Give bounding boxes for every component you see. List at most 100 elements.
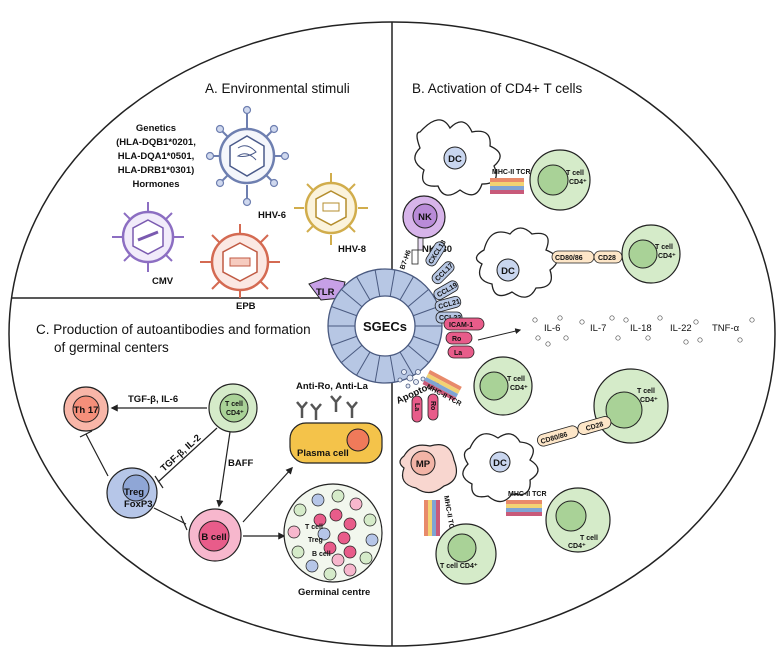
sgec-cell-border [407,288,429,308]
t-cell-cd4-6: T cell CD4⁺ [435,523,497,585]
mp-label: MP [416,459,431,470]
nk-cell: NK [402,195,446,265]
antibodies-label: Anti-Ro, Anti-La [296,381,369,392]
dc3-label: DC [493,458,507,469]
cytokine-dot [657,315,663,321]
baff-label: BAFF [228,458,254,469]
gc-treg-label: Treg [308,537,323,544]
germinal-cell [329,508,343,522]
mhc-tcr-label-2: MHC-II TCR [508,491,547,498]
b-cell: B cell [188,508,242,562]
hhv8-label: HHV-8 [338,244,366,255]
sgec-cell-border [341,288,363,308]
epb-label: EPB [236,301,256,312]
virus-cmv [112,202,184,272]
germinal-cell [343,545,357,559]
treg-label: Treg [124,487,144,498]
t-cell-cd4-5: T cell CD4⁺ [545,487,611,553]
cytokine-dot [737,337,743,343]
cd28-label-2: CD28 [585,421,604,433]
sgec-cell-border [331,335,357,346]
section-b-title: B. Activation of CD4+ T cells [412,81,582,96]
t-cell-3-label: T cell [507,376,525,383]
t-cell-3-cd4: CD4⁺ [510,385,528,392]
mhc-tcr-complex-2: MHC-II TCR [506,491,547,516]
section-c-title-line1: C. Production of autoantibodies and form… [36,322,311,337]
tlr-label: TLR [316,287,335,298]
sgec-cell-border [407,344,429,364]
germinal-cell [293,503,307,517]
t-cell-cd4-4: T cell CD4⁺ [593,368,669,444]
t-cell-1-cd4: CD4⁺ [569,179,587,186]
germinal-cell [311,493,325,507]
t-cell-1-label: T cell [566,170,584,177]
la-label: La [454,350,462,357]
sgec-cell-border [356,276,371,301]
cytokine-il22: IL-22 [670,323,692,334]
cytokine-dot [615,335,621,341]
dendritic-cell-1: DC [414,119,501,196]
treg-cell: Treg FoxP3 [106,467,158,519]
released-la-ro: La Ro [411,393,439,423]
t-cell-4-label: T cell [637,388,655,395]
cytokine-dot [749,317,755,323]
cytokine-dot [579,319,585,325]
apoptotic-bodies [397,369,426,389]
cytokine-tnfa: TNF-α [712,323,740,334]
genetics-line-5: Hormones [133,179,180,190]
sgec-cell-border [399,276,414,301]
virus-epb [200,224,280,298]
gc-tcell-label: T cell [305,524,323,531]
germinal-cell [317,527,331,541]
t-cell-cd4-3: T cell CD4⁺ [473,356,533,416]
germinal-cell [305,559,319,573]
sgec-cell-border [389,269,396,297]
tgf-il6-label: TGF-β, IL-6 [128,394,178,405]
cytokine-dot [645,335,651,341]
t-cell-cd4-c: T cell CD4⁺ [208,383,258,433]
germinal-cell [343,563,357,577]
virus-hhv8 [294,173,368,245]
cytokine-il6: IL-6 [544,323,560,334]
hhv6-label: HHV-6 [258,210,286,221]
t-cell-2-cd4: CD4⁺ [658,253,676,260]
mhc-tcr-complex-sgec: MHC-II TCR [422,370,462,408]
germinal-cell [287,525,301,539]
germinal-centre: T cell Treg B cell [283,483,383,583]
surface-antigens: ICAM-1 Ro La [443,317,485,359]
mhc-tcr-complex-1: MHC-II TCR [490,169,531,194]
section-a-title: A. Environmental stimuli [205,81,350,96]
t-cell-6-label: T cell CD4⁺ [440,563,478,570]
released-ro-label: Ro [429,401,436,410]
t-cell-c-label: T cell [225,401,243,408]
th17-label: Th 17 [74,405,99,416]
antibody-icons [296,395,358,420]
germinal-cell [323,567,337,581]
sgec-cell-border [413,335,439,346]
t-cell-4-cd4: CD4⁺ [640,397,658,404]
cytokine-dot [532,317,538,323]
mhc-tcr-label-1: MHC-II TCR [492,169,531,176]
cytokine-dot [693,319,699,325]
sgecs-label: SGECs [363,319,407,334]
genetics-line-3: HLA-DQA1*0501, [118,151,195,162]
virus-hhv6 [205,105,290,207]
plasma-cell-label: Plasma cell [297,448,349,459]
germinal-cell [331,553,345,567]
cytokine-row: IL-6 IL-7 IL-18 IL-22 TNF-α [477,315,755,347]
plasma-cell: Plasma cell [289,422,383,464]
cmv-label: CMV [152,276,174,287]
sgec-cell-border [356,351,371,376]
cytokine-dot [683,339,689,345]
t-cell-cd4-2: T cell CD4⁺ [621,224,681,284]
t-cell-5-cd4: CD4⁺ [568,543,586,550]
section-c-title-line2: of germinal centers [54,340,169,355]
sgec-ring: SGECs [327,268,443,384]
gc-bcell-label: B cell [312,551,331,558]
cytokine-dot [609,315,615,321]
germinal-cell [331,489,345,503]
germinal-cell [363,513,377,527]
icam1-label: ICAM-1 [449,322,473,329]
cytokine-dot [623,317,629,323]
foxp3-label: FoxP3 [124,499,153,510]
